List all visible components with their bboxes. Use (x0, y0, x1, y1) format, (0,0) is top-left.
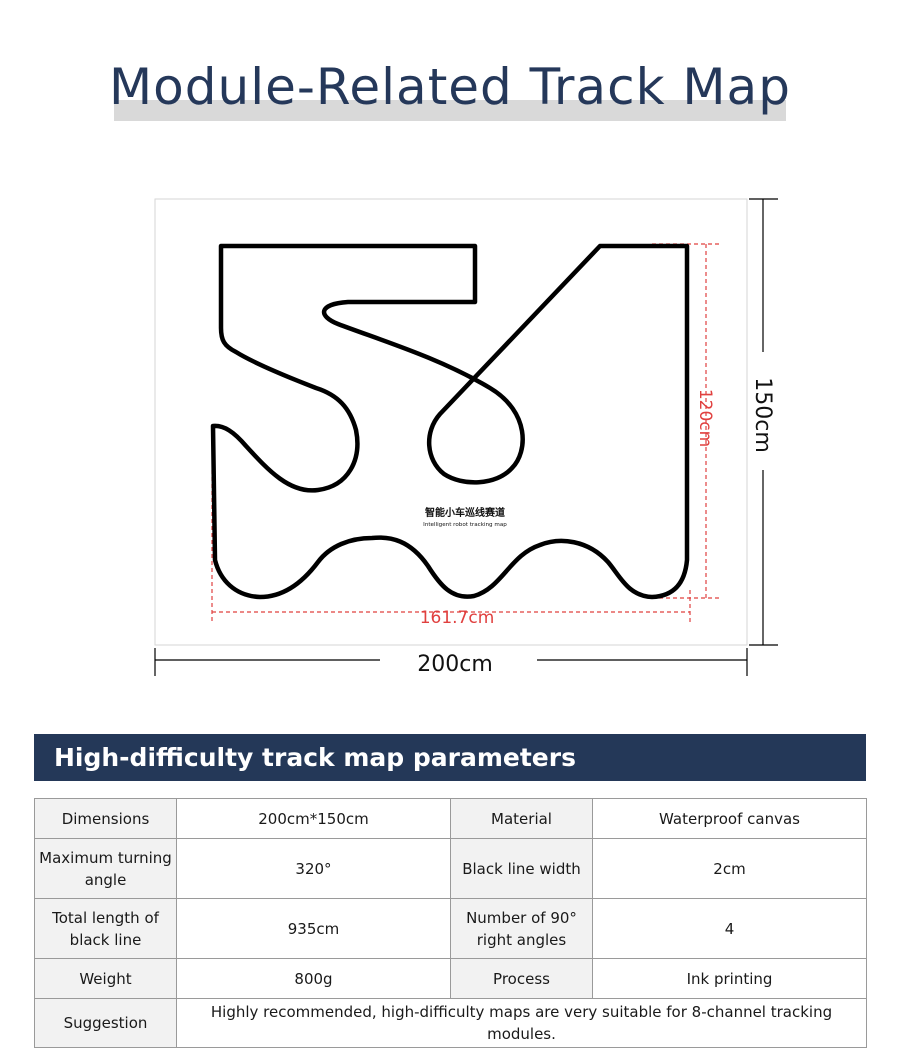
param-label: Dimensions (34, 798, 177, 839)
param-value: 4 (592, 898, 867, 959)
page-title: Module-Related Track Map (109, 52, 791, 122)
param-value: 935cm (176, 898, 451, 959)
param-label: Number of 90° right angles (450, 898, 593, 959)
param-label: Black line width (450, 838, 593, 899)
inner-width-dimension-label: 161.7cm (420, 608, 495, 628)
table-row: Maximum turning angle 320° Black line wi… (34, 838, 867, 899)
table-row: Weight 800g Process Ink printing (34, 958, 867, 999)
page-title-text: Module-Related Track Map (109, 58, 791, 116)
param-label: Maximum turning angle (34, 838, 177, 899)
track-line (210, 243, 690, 600)
suggestion-label: Suggestion (34, 998, 177, 1048)
board-label-cn: 智能小车巡线赛道 (425, 506, 505, 519)
param-value: 800g (176, 958, 451, 999)
track-map-figure: 200cm 150cm 161.7cm 120cm 智能小车巡线赛道 Intel… (154, 198, 778, 677)
param-label: Material (450, 798, 593, 839)
param-label: Weight (34, 958, 177, 999)
parameters-header: High-difficulty track map parameters (34, 734, 866, 781)
title-wrap: Module-Related Track Map (0, 52, 900, 122)
param-value: 320° (176, 838, 451, 899)
param-value: Ink printing (592, 958, 867, 999)
param-label: Process (450, 958, 593, 999)
inner-height-dimension-line (652, 243, 720, 599)
param-value: Waterproof canvas (592, 798, 867, 839)
table-row: Suggestion Highly recommended, high-diff… (34, 998, 867, 1048)
table-row: Total length of black line 935cm Number … (34, 898, 867, 959)
inner-width-dimension-line (211, 470, 691, 622)
param-value: 200cm*150cm (176, 798, 451, 839)
parameters-heading: High-difficulty track map parameters (54, 743, 576, 772)
inner-height-dimension-label: 120cm (695, 389, 715, 447)
suggestion-value: Highly recommended, high-difficulty maps… (176, 998, 867, 1048)
height-dimension-line (749, 198, 778, 646)
track-board (154, 198, 748, 646)
title-underline-bar (114, 100, 786, 121)
parameters-table: Dimensions 200cm*150cm Material Waterpro… (34, 798, 867, 1048)
table-row: Dimensions 200cm*150cm Material Waterpro… (34, 798, 867, 839)
width-dimension-line (154, 648, 748, 676)
board-label-en: Intelligent robot tracking map (423, 522, 507, 528)
height-dimension-label: 150cm (750, 377, 775, 453)
param-label: Total length of black line (34, 898, 177, 959)
param-value: 2cm (592, 838, 867, 899)
width-dimension-label: 200cm (417, 652, 493, 677)
